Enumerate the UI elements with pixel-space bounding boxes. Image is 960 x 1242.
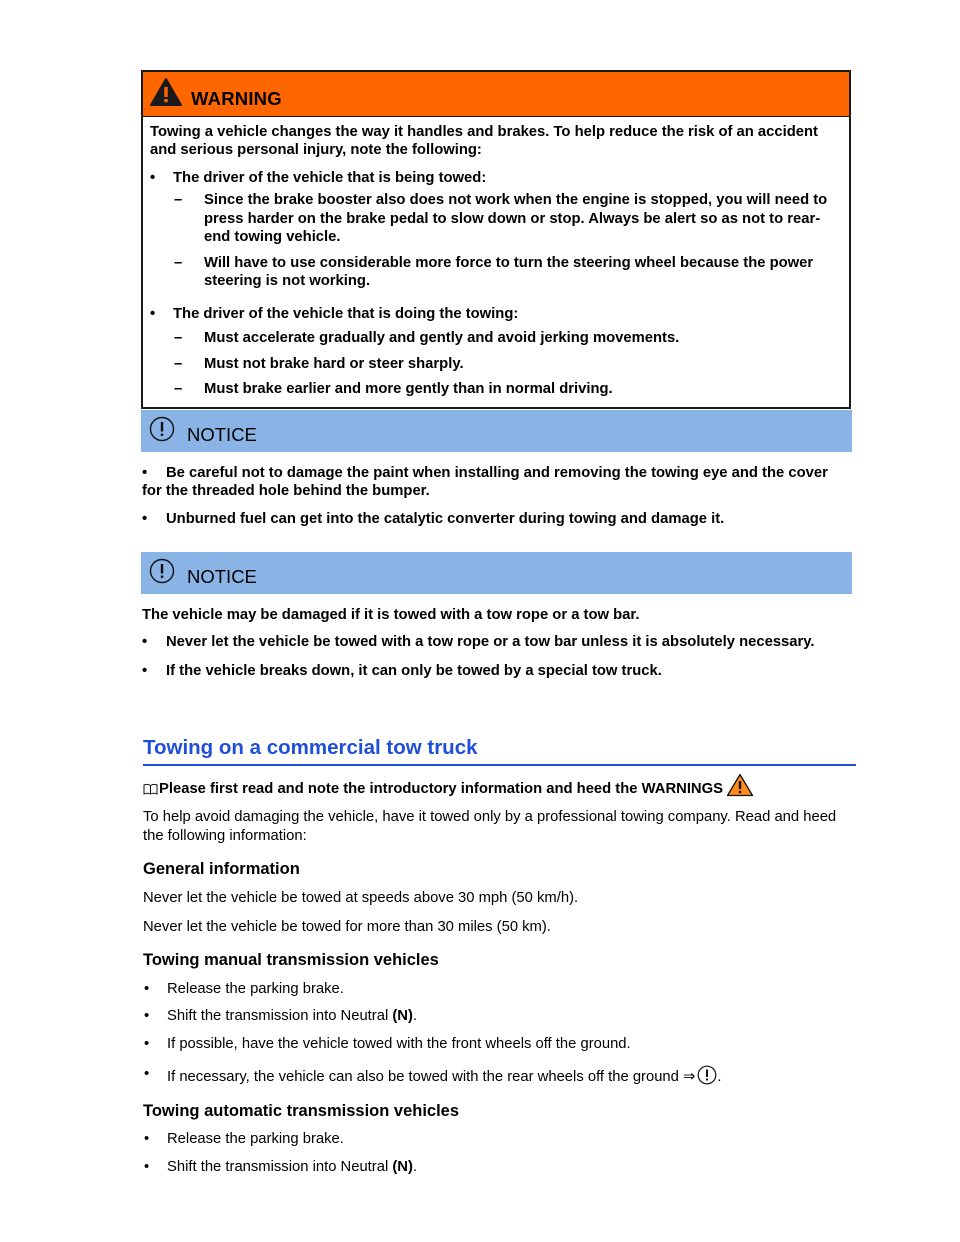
notice-exclamation-icon[interactable] bbox=[697, 1065, 717, 1085]
notice-header: NOTICE bbox=[141, 552, 852, 594]
warning-triangle-icon[interactable] bbox=[726, 773, 754, 797]
warning-bullet: • The driver of the vehicle that is doin… bbox=[150, 305, 519, 322]
dash-icon: – bbox=[174, 192, 183, 209]
notice-content: The vehicle may be damaged if it is towe… bbox=[142, 606, 842, 687]
notice-bullet: •Unburned fuel can get into the catalyti… bbox=[142, 510, 725, 527]
warning-sub-item: – Will have to use considerable more for… bbox=[174, 254, 814, 290]
list-item: • Release the parking brake. bbox=[144, 1131, 344, 1148]
general-info-text: Never let the vehicle be towed for more … bbox=[143, 918, 551, 935]
bullet-icon: • bbox=[144, 980, 150, 997]
manual-transmission-heading: Towing manual transmission vehicles bbox=[143, 951, 439, 970]
bullet-icon: • bbox=[144, 1035, 150, 1052]
warning-title: WARNING bbox=[191, 88, 282, 110]
automatic-transmission-heading: Towing automatic transmission vehicles bbox=[143, 1101, 460, 1120]
notice-intro: The vehicle may be damaged if it is towe… bbox=[142, 607, 640, 623]
section-body: Please first read and note the introduct… bbox=[143, 774, 853, 1185]
bullet-icon: • bbox=[144, 1131, 150, 1148]
warning-sub-item: – Must accelerate gradually and gently a… bbox=[174, 330, 680, 347]
book-icon bbox=[143, 784, 158, 796]
notice-exclamation-icon bbox=[149, 416, 175, 442]
notice-exclamation-icon bbox=[149, 558, 175, 584]
list-item: • If possible, have the vehicle towed wi… bbox=[144, 1035, 631, 1052]
notice-bullet: •Be careful not to damage the paint when… bbox=[142, 465, 828, 500]
bullet-icon: • bbox=[150, 305, 156, 322]
general-info-heading: General information bbox=[143, 860, 300, 879]
list-item: • Shift the transmission into Neutral (N… bbox=[144, 1158, 418, 1175]
dash-icon: – bbox=[174, 381, 183, 398]
bullet-icon: • bbox=[142, 662, 148, 679]
warning-sub-item: – Must not brake hard or steer sharply. bbox=[174, 355, 464, 372]
intro-line: Please first read and note the introduct… bbox=[143, 774, 853, 798]
bullet-icon: • bbox=[144, 1066, 150, 1083]
warning-bullet: • The driver of the vehicle that is bein… bbox=[150, 169, 487, 186]
bullet-icon: • bbox=[142, 510, 148, 527]
section-heading: Towing on a commercial tow truck bbox=[143, 735, 856, 766]
warning-box: WARNING Towing a vehicle changes the way… bbox=[141, 70, 851, 409]
dash-icon: – bbox=[174, 330, 183, 347]
warning-triangle-icon bbox=[150, 78, 182, 106]
list-item: • Release the parking brake. bbox=[144, 980, 344, 997]
intro-paragraph: To help avoid damaging the vehicle, have… bbox=[143, 809, 837, 844]
bullet-icon: • bbox=[150, 169, 156, 186]
warning-intro: Towing a vehicle changes the way it hand… bbox=[150, 124, 818, 159]
warning-header: WARNING bbox=[143, 72, 849, 117]
dash-icon: – bbox=[174, 355, 183, 372]
notice-bullet: •If the vehicle breaks down, it can only… bbox=[142, 662, 662, 679]
general-info-text: Never let the vehicle be towed at speeds… bbox=[143, 890, 579, 907]
bullet-icon: • bbox=[142, 634, 148, 651]
warning-sub-item: – Must brake earlier and more gently tha… bbox=[174, 381, 613, 398]
notice-content: •Be careful not to damage the paint when… bbox=[142, 464, 842, 535]
list-item: • Shift the transmission into Neutral (N… bbox=[144, 1008, 418, 1025]
bullet-icon: • bbox=[144, 1008, 150, 1025]
warning-body: Towing a vehicle changes the way it hand… bbox=[143, 117, 849, 407]
notice-title: NOTICE bbox=[187, 424, 257, 446]
notice-header: NOTICE bbox=[141, 410, 852, 452]
list-item: • If necessary, the vehicle can also be … bbox=[144, 1065, 722, 1086]
warning-sub-item: – Since the brake booster also does not … bbox=[174, 192, 828, 246]
bullet-icon: • bbox=[144, 1158, 150, 1175]
dash-icon: – bbox=[174, 254, 183, 271]
notice-title: NOTICE bbox=[187, 566, 257, 588]
notice-bullet: •Never let the vehicle be towed with a t… bbox=[142, 634, 815, 651]
bullet-icon: • bbox=[142, 465, 148, 481]
